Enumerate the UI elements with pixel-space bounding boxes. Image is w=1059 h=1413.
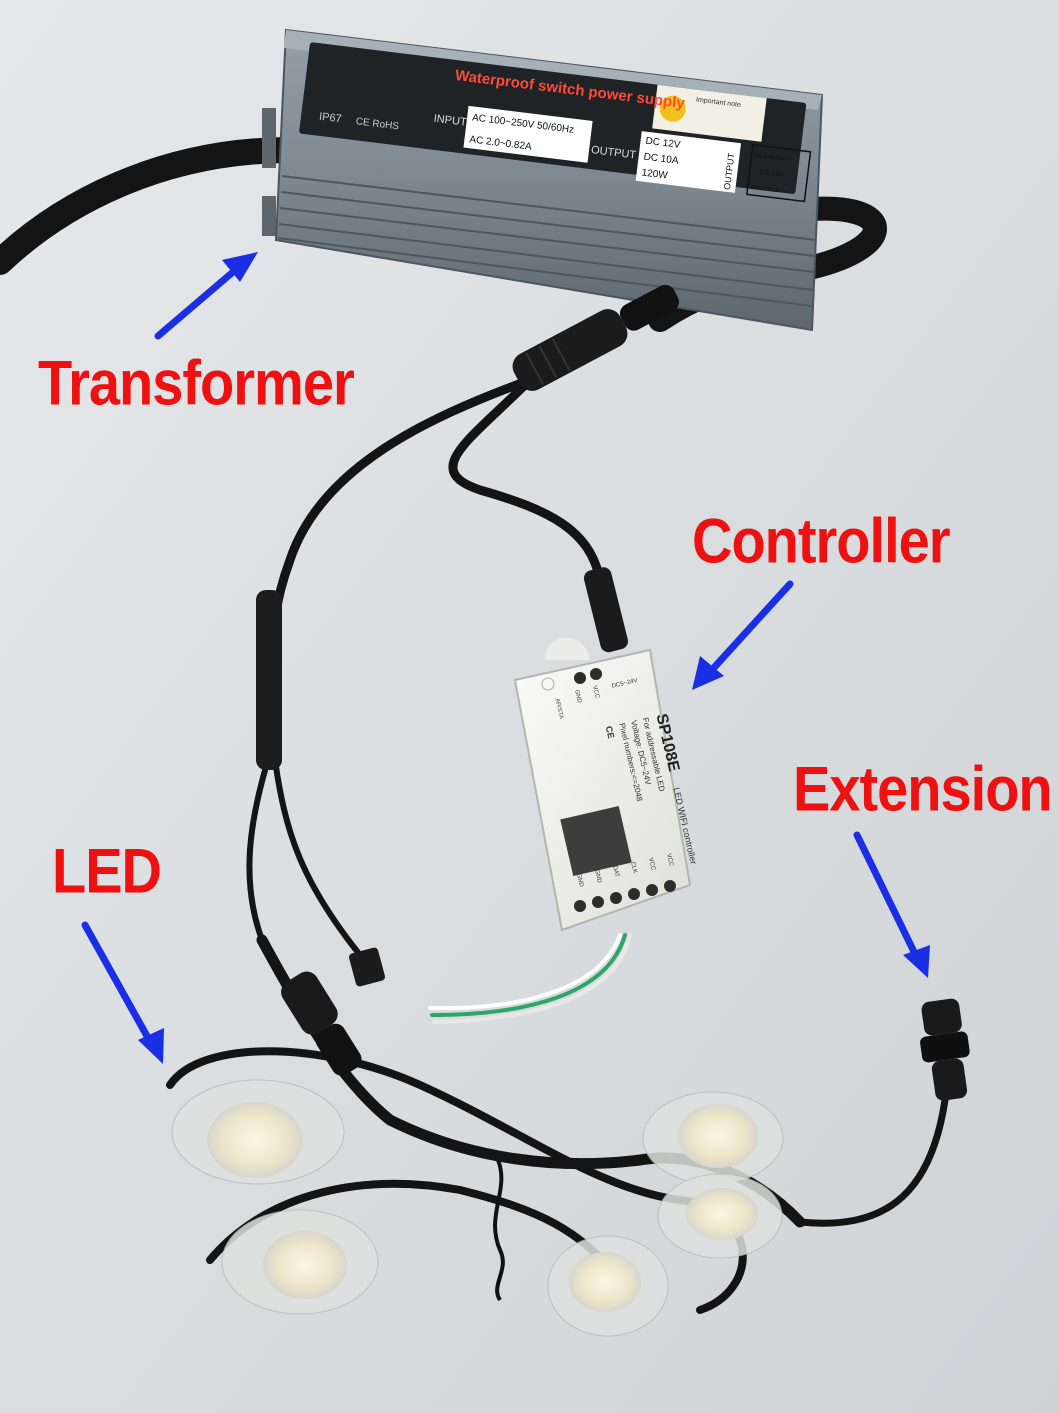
label-controller: Controller <box>692 505 951 577</box>
label-transformer: Transformer <box>38 347 355 419</box>
led-modules <box>171 1079 784 1337</box>
psu-out-voltage: DC 12V <box>645 136 681 151</box>
controller-pin-gnd-top: GND <box>573 689 582 704</box>
psu-input-label: INPUT <box>433 113 467 129</box>
jst-connector <box>349 947 385 987</box>
label-led: LED <box>52 835 162 907</box>
controller-pin-clk: CLK <box>629 861 637 874</box>
cable-tie <box>493 1159 505 1302</box>
power-supply: Waterproof switch power supply INPUT AC … <box>262 28 824 332</box>
psu-wire-red: Red/ Brown + <box>754 153 791 163</box>
dc-lead-to-controller <box>448 375 605 585</box>
controller: SP108E LED WIFI controller For addressab… <box>513 637 699 932</box>
arrow-led <box>81 921 164 1064</box>
psu-certs: CE RoHS <box>355 116 400 132</box>
controller-pin-gnd2: GND <box>593 869 602 884</box>
annotation-arrows <box>81 252 930 1064</box>
psu-wire-black: Black/Blue — <box>750 185 786 195</box>
extension-connector <box>920 998 970 1101</box>
psu-out-current: DC 10A <box>643 152 679 167</box>
splitter-wire-b <box>272 757 363 958</box>
led-module-3 <box>642 1091 784 1185</box>
psu-out-power: 120W <box>641 167 669 181</box>
controller-barrel-plug <box>583 567 629 653</box>
controller-dc-label: DC5~24V <box>611 678 638 690</box>
psu-wire-dc: DC 12V <box>759 169 785 179</box>
controller-pin-gnd: GND <box>575 873 584 888</box>
controller-pin-vcc2: VCC <box>665 853 674 867</box>
signal-wires <box>428 933 632 1024</box>
arrow-controller <box>692 580 794 690</box>
controller-pin-vcc: VCC <box>647 857 656 871</box>
controller-ce-mark: CE <box>604 725 617 739</box>
splitter-wire-a <box>246 757 271 943</box>
arrow-extension <box>853 831 930 978</box>
splitter-heatshrink <box>256 590 282 770</box>
led-module-5 <box>547 1235 669 1337</box>
controller-ap-label: AP/STA <box>553 698 564 720</box>
controller-pin-dat: DAT <box>611 865 620 878</box>
waterproof-connector <box>281 971 362 1076</box>
extension-cable <box>796 1096 949 1227</box>
led-module-4 <box>657 1173 783 1259</box>
psu-output-label: OUTPUT <box>590 144 637 161</box>
psu-out-side-label: OUTPUT <box>722 152 736 190</box>
led-module-1 <box>171 1079 345 1185</box>
dc-connector <box>512 284 680 391</box>
led-module-2 <box>221 1209 379 1315</box>
psu-rating: IP67 <box>318 111 342 126</box>
controller-pin-vcc-top: VCC <box>591 685 600 699</box>
mains-cable <box>0 137 303 275</box>
arrow-transformer <box>154 252 258 340</box>
label-extension: Extension <box>793 753 1053 825</box>
